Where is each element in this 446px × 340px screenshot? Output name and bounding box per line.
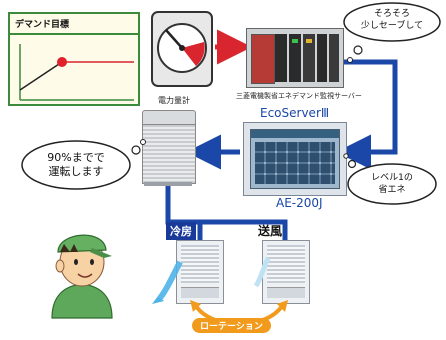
server-label: 三菱電機製省エネデマンド監視サーバー [236,92,362,100]
ecoserver-screen [250,129,340,189]
meter-label: 電力量計 [158,96,190,105]
monitoring-server [246,28,344,88]
demand-graph [19,44,134,101]
ecoserver-model: AE-200J [276,196,323,210]
outdoor-to-indoor-line [165,185,288,240]
ecoserver-title: EcoServerⅢ [260,106,330,120]
fan-label: 送風 [258,224,283,238]
outdoor-thought-text: 90%までで 運転します [47,151,105,178]
demand-point-dot [57,57,67,67]
rotation-label: ローテーション [192,318,271,333]
cooling-label: 冷房 [166,222,196,240]
server-to-ecoserver-line [336,59,398,170]
meter-red-zone [182,42,205,66]
meter-needle [165,29,183,49]
indoor-unit-cooling [176,240,224,304]
ecoserver-device [243,122,347,196]
demand-panel-title: デマンド目標 [10,14,138,35]
level-thought-text: レベル1の 省エネ [371,173,413,195]
indoor-unit-fan [262,240,310,304]
outdoor-unit [142,110,196,186]
demand-target-panel: デマンド目標 [8,12,140,106]
demand-trend-line [19,61,63,91]
server-thought-text: そろそろ 少しセーブして [360,9,424,31]
